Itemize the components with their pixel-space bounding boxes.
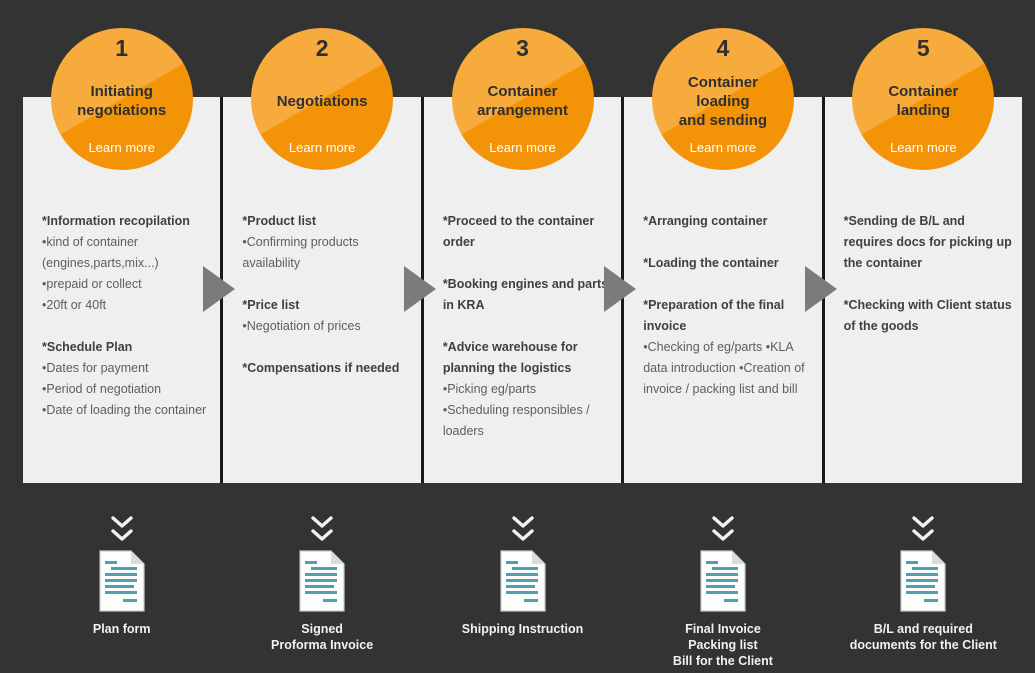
detail-heading: *Proceed to the container order [442,214,595,249]
detail-item: •Checking of eg/parts •KLA data introduc… [643,340,805,396]
detail-item: •Confirming products availability [242,235,359,270]
step-title-wrap: Negotiations [267,62,378,140]
detail-item: •20ft or 40ft [42,298,107,312]
detail-item: •Picking eg/parts [442,382,537,396]
detail-item: •Date of loading the container [42,403,207,417]
step-circle-1[interactable]: 1 Initiating negotiations Learn more [50,28,193,170]
detail-heading: *Preparation of the final invoice [643,298,785,333]
steps-row: 1 Initiating negotiations Learn more *In… [23,28,1023,483]
detail-heading: *Schedule Plan [42,340,133,354]
deliverable-label: Final Invoice Packing list Bill for the … [672,622,773,668]
double-chevron-down-icon [311,516,333,541]
deliverable-label: Plan form [92,622,151,636]
step-column-1: 1 Initiating negotiations Learn more *In… [23,28,236,483]
detail-heading: *Product list [242,214,317,228]
detail-heading: *Sending de B/L and requires docs for pi… [843,214,1012,270]
document-icon [700,550,746,612]
step-circle-4[interactable]: 4 Container loading and sending Learn mo… [651,28,794,170]
detail-heading: *Information recopilation [42,214,190,228]
detail-spacer [242,337,412,358]
step-title: Container landing [888,83,959,119]
next-step-arrow-icon [403,266,436,312]
deliverable-label: Shipping Instruction [461,622,584,636]
detail-item: •Dates for payment [42,361,149,375]
detail-spacer [42,316,212,337]
step-column-2: 2 Negotiations Learn more *Product list •… [223,28,436,483]
step-title-wrap: Initiating negotiations [67,62,176,140]
step-title: Container arrangement [477,83,568,119]
deliverable-cell-4: Final Invoice Packing list Bill for the … [624,515,821,669]
detail-item: •kind of container (engines,parts,mix...… [42,235,159,270]
document-icon [99,550,145,612]
detail-heading: *Checking with Client status of the good… [843,298,1012,333]
detail-heading: *Advice warehouse for planning the logis… [442,340,578,375]
detail-spacer [242,274,412,295]
learn-more-link[interactable]: Learn more [890,140,957,155]
step-number: 3 [516,35,529,61]
detail-item: •Period of negotiation [42,382,162,396]
step-column-4: 4 Container loading and sending Learn mo… [624,28,837,483]
step-number: 2 [315,35,329,61]
step-title: Container loading and sending [678,73,768,129]
step-number: 5 [916,35,930,61]
double-chevron-down-icon [511,516,534,541]
detail-item: •Negotiation of prices [242,319,361,333]
step-column-3: 3 Container arrangement Learn more *Proc… [423,28,637,483]
step-title-wrap: Container landing [878,62,968,140]
detail-heading: *Loading the container [643,256,779,270]
step-circle-5[interactable]: 5 Container landing Learn more [852,28,995,170]
deliverable-label: B/L and required documents for the Clien… [849,622,997,652]
detail-item: •Scheduling responsibles / loaders [442,403,590,438]
document-icon [499,550,546,612]
deliverable-label: Signed Proforma Invoice [271,622,374,652]
deliverable-cell-1: Plan form [23,515,220,669]
detail-spacer [443,316,613,337]
deliverables-row: Plan form Signed Proforma Invoice [23,515,1022,669]
learn-more-link[interactable]: Learn more [489,140,556,155]
double-chevron-down-icon [712,516,734,541]
detail-spacer [643,274,813,295]
step-details: *Arranging container *Loading the contain… [624,97,821,400]
detail-heading: *Booking engines and parts in KRA [442,277,609,312]
step-details: *Product list •Confirming products availa… [223,97,420,379]
detail-spacer [643,232,813,253]
deliverable-cell-3: Shipping Instruction [424,515,621,669]
step-circle-2[interactable]: 2 Negotiations Learn more [251,28,394,170]
step-circle-3[interactable]: 3 Container arrangement Learn more [451,28,594,170]
learn-more-link[interactable]: Learn more [689,140,757,155]
step-title-wrap: Container loading and sending [669,62,777,140]
document-icon [900,550,946,612]
detail-spacer [844,274,1014,295]
step-number: 4 [716,35,730,61]
learn-more-link[interactable]: Learn more [288,140,356,155]
step-title-wrap: Container arrangement [467,62,578,140]
detail-spacer [443,253,613,274]
next-step-arrow-icon [604,266,637,312]
next-step-arrow-icon [203,266,236,312]
document-icon [299,550,345,612]
detail-heading: *Arranging container [643,214,768,228]
detail-heading: *Compensations if needed [242,361,400,375]
step-details: *Sending de B/L and requires docs for pi… [825,97,1022,337]
next-step-arrow-icon [804,266,837,312]
step-title: Negotiations [276,92,368,110]
step-details: *Proceed to the container order *Booking … [424,97,621,442]
double-chevron-down-icon [111,516,133,541]
step-column-5: 5 Container landing Learn more *Sending … [824,28,1023,483]
detail-heading: *Price list [242,298,300,312]
deliverable-cell-5: B/L and required documents for the Clien… [825,515,1022,669]
deliverable-cell-2: Signed Proforma Invoice [223,515,420,669]
double-chevron-down-icon [912,516,935,541]
detail-item: •prepaid or collect [42,277,142,291]
learn-more-link[interactable]: Learn more [88,140,155,155]
step-number: 1 [115,35,129,61]
step-title: Initiating negotiations [77,83,167,119]
step-details: *Information recopilation •kind of contai… [23,97,220,421]
